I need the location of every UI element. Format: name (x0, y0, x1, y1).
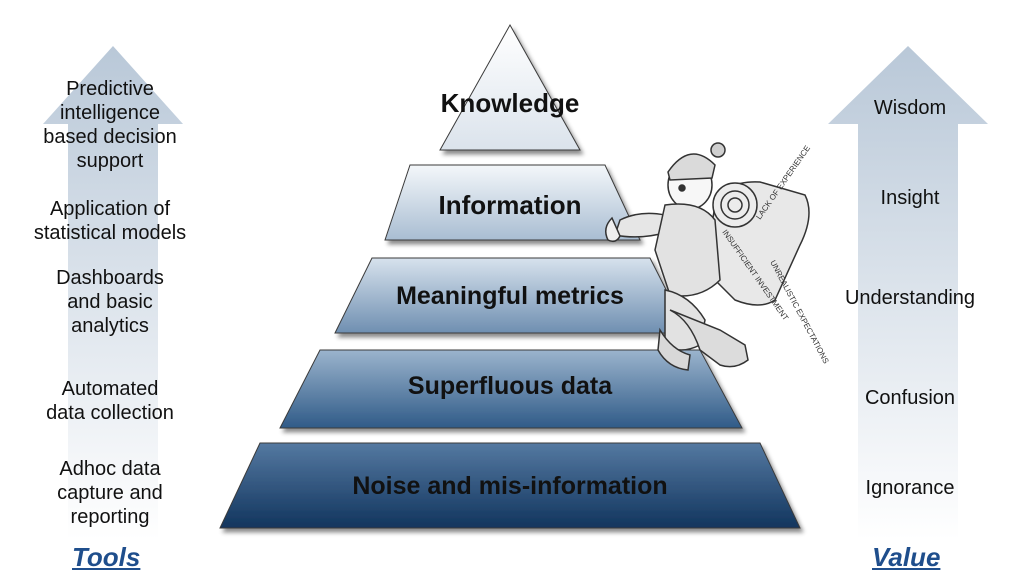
value-item-insight: Insight (880, 187, 940, 209)
text-line: and basic (67, 291, 153, 313)
value-arrow (828, 46, 988, 540)
text-line: Predictive (66, 78, 154, 100)
pyramid (219, 23, 801, 529)
text-line: Adhoc data (59, 458, 161, 480)
value-item-wisdom: Wisdom (873, 97, 947, 119)
text-line: data collection (46, 402, 174, 424)
text-line: based decision (43, 126, 177, 148)
tier-label-knowledge: Knowledge (440, 88, 580, 118)
tools-heading: Tools (72, 542, 141, 572)
text-line: Dashboards (56, 267, 164, 289)
tools-arrow (43, 46, 183, 540)
text-line: analytics (71, 315, 149, 337)
value-item-ignorance: Ignorance (865, 477, 955, 499)
tier-information (384, 164, 641, 241)
tier-label-superfluous-data: Superfluous data (407, 372, 613, 400)
tier-label-noise: Noise and mis-information (352, 472, 668, 500)
climber-illustration (605, 142, 810, 371)
text-line: Application of (49, 198, 171, 220)
tier-label-meaningful-metrics: Meaningful metrics (396, 282, 624, 310)
tier-knowledge (439, 23, 581, 151)
text-line: Automated (61, 378, 159, 400)
tier-label-information: Information (438, 190, 582, 220)
text-line: intelligence (59, 102, 161, 124)
tier-superfluous-data (279, 349, 743, 429)
value-item-understanding: Understanding (844, 287, 976, 309)
value-heading: Value (872, 542, 941, 572)
text-line: reporting (70, 506, 150, 528)
tier-noise (219, 442, 801, 529)
text-line: capture and (57, 482, 163, 504)
text-line: statistical models (33, 222, 187, 244)
text-line: support (76, 150, 144, 172)
value-item-confusion: Confusion (864, 387, 956, 409)
